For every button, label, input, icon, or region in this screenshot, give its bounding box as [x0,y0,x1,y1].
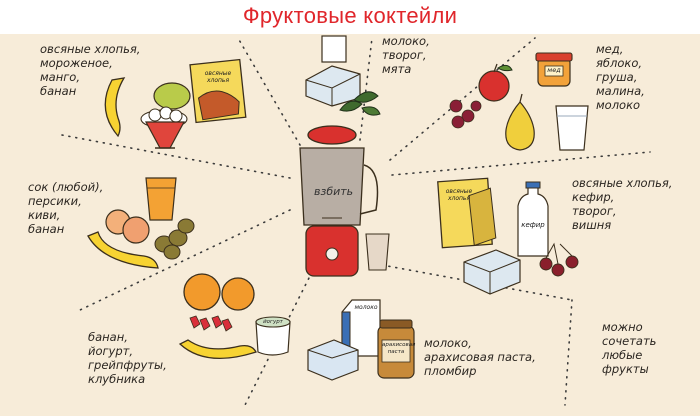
page-title: Фруктовые коктейли [242,3,458,28]
recipe-bottom-center: молоко, арахисовая паста, пломбир [424,336,536,378]
recipe-top-left: овсяные хлопья, мороженое, манго, банан [40,42,141,98]
peanut-butter-label: арахисовая паста [382,342,416,355]
blender-label: взбить [314,185,354,198]
recipe-top-right: мед, яблоко, груша, малина, молоко [596,42,645,112]
bottom-left-illustration [178,273,291,360]
oats-box-label: овсяные хлопья [204,70,232,84]
blender [299,125,379,277]
recipe-middle-left: сок (любой), персики, киви, банан [28,180,104,236]
top-right-illustration [449,52,589,151]
top-left-illustration [104,58,247,149]
small-glass [365,233,390,271]
top-center-illustration [305,35,381,116]
recipe-top-center: молоко, творог, мята [382,34,430,76]
milk-carton-label: молоко [354,304,378,311]
title-banner [0,0,700,34]
kefir-bottle-label: кефир [521,221,545,229]
middle-right-illustration [437,177,579,295]
recipe-middle-right: овсяные хлопья, кефир, творог, вишня [572,176,673,232]
recipe-bottom-left: банан, йогурт, грейпфруты, клубника [88,330,167,386]
oats-box-right-label: овсяные хлопья [445,188,473,202]
yogurt-cup-label: йогурт [263,319,283,325]
divider-rays [61,37,651,406]
bottom-center-illustration [307,299,415,381]
recipe-bottom-right: можно сочетать любые фрукты [602,320,657,376]
middle-left-illustration [87,177,195,269]
honey-jar-label: мед [547,66,561,74]
